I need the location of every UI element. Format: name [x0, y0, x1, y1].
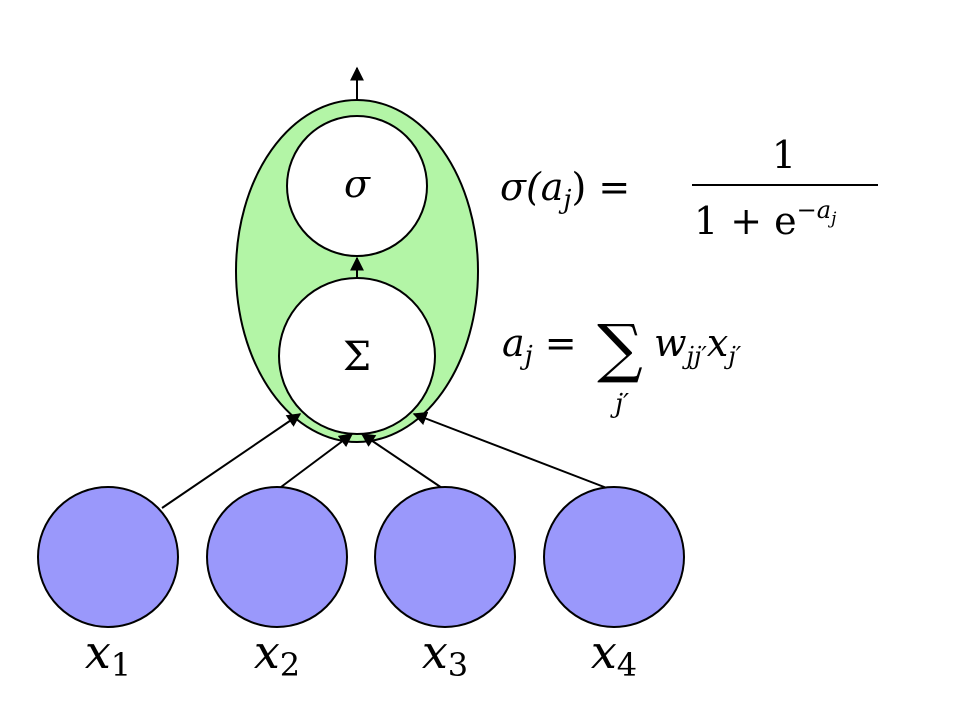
- input-label-3: x3: [422, 625, 468, 684]
- sum-index: j′: [610, 389, 629, 419]
- activation-node: [286, 115, 428, 257]
- sum-operator: ∑: [597, 312, 643, 386]
- input-label-2: x2: [254, 625, 300, 684]
- input-label-4: x4: [591, 625, 637, 684]
- input-4-edge: [412, 411, 613, 491]
- sigmoid-lhs: σ(aj)=: [500, 165, 630, 215]
- input-node-3: [374, 486, 516, 628]
- sum-rhs: wjj′xj′: [654, 321, 742, 370]
- sum-formula: aj= ∑ j′ wjj′xj′: [502, 312, 742, 419]
- input-node-2: [206, 486, 348, 628]
- sum-lhs: aj=: [502, 321, 577, 371]
- sigmoid-numerator: 1: [772, 133, 796, 177]
- input-2-edge: [276, 433, 354, 491]
- sigmoid-denominator: 1 + e−aj: [694, 196, 837, 243]
- input-node-1: [37, 486, 179, 628]
- input-1-edge: [161, 413, 302, 509]
- sum-symbol: Σ: [343, 334, 371, 380]
- input-label-1: x1: [85, 625, 131, 684]
- activation-symbol: σ: [344, 162, 371, 206]
- input-3-edge: [360, 433, 446, 491]
- sigmoid-formula: σ(aj)= 1 1 + e−aj: [500, 133, 878, 243]
- summation-node: [278, 277, 436, 435]
- input-node-4: [543, 486, 685, 628]
